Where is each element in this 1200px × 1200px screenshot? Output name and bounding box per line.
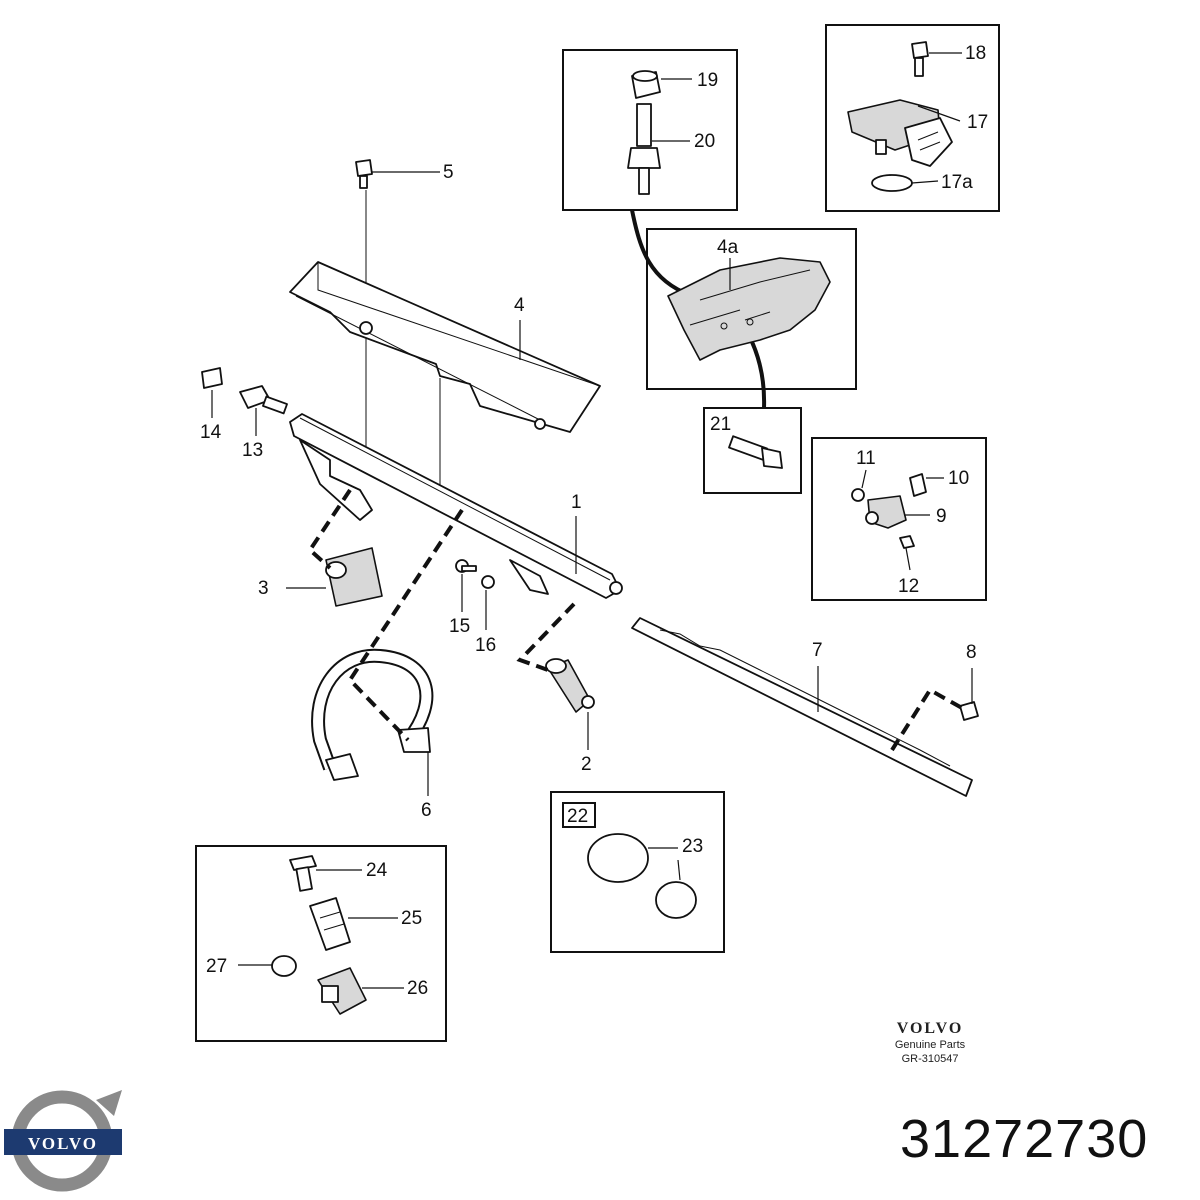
sensor-17: [847, 99, 953, 167]
nut-19: [631, 70, 661, 99]
cover-4: [289, 261, 601, 433]
dash-rail-to-3: [307, 488, 352, 570]
volvo-logo-text: VOLVO: [28, 1134, 98, 1153]
connector-26: [317, 967, 367, 1015]
sensor-9: [865, 495, 907, 529]
brand-wordmark: VOLVO: [896, 1020, 964, 1037]
seal-ring-large: [587, 833, 649, 883]
brand-subtitle: Genuine Parts: [894, 1039, 966, 1051]
callout-17: 17: [967, 112, 988, 133]
bolt-21: [728, 435, 783, 469]
stud-20: [627, 103, 661, 195]
screw-12: [899, 535, 915, 549]
callout-22: 22: [567, 806, 588, 827]
connector-wire-20-to-4a: [630, 209, 691, 297]
callout-5: 5: [443, 162, 454, 183]
washer-16: [481, 575, 495, 589]
part-number: 31272730: [900, 1109, 1149, 1169]
fuel-rail-1: [289, 413, 623, 599]
callout-18: 18: [965, 43, 986, 64]
volvo-logo: VOLVO: [4, 1090, 122, 1192]
callout-3: 3: [258, 578, 269, 599]
callout-19: 19: [697, 70, 718, 91]
callout-20: 20: [694, 131, 715, 152]
dash-7-to-8: [890, 687, 963, 752]
callout-10: 10: [948, 468, 969, 489]
callout-12: 12: [898, 576, 919, 597]
leader-lines: [211, 52, 973, 989]
screw-15: [455, 559, 477, 573]
diagram-reference: GR-310547: [901, 1053, 959, 1065]
brand-block: VOLVO Genuine Parts GR-310547: [870, 1020, 990, 1066]
callout-25: 25: [401, 908, 422, 929]
callout-17a: 17a: [941, 172, 973, 193]
callout-11: 11: [856, 448, 876, 469]
dash-rail-to-6: [347, 508, 464, 742]
screw-24: [289, 855, 317, 892]
callout-6: 6: [421, 800, 432, 821]
kit-box-22: [562, 802, 596, 828]
dash-rail-to-2: [516, 602, 576, 672]
callout-13: 13: [242, 440, 263, 461]
bolt-8: [959, 701, 979, 721]
callout-21: 21: [710, 414, 731, 435]
bolt-18: [911, 41, 929, 77]
callout-4: 4: [514, 295, 525, 316]
bolt-5: [355, 159, 373, 189]
nut-14: [201, 367, 223, 389]
harness-7: [631, 617, 973, 797]
fitting-13: [239, 385, 288, 415]
callout-23: 23: [682, 836, 703, 857]
callout-2: 2: [581, 754, 592, 775]
cap-10: [909, 473, 927, 497]
callout-1: 1: [571, 492, 582, 513]
ring-11: [851, 488, 865, 502]
callout-26: 26: [407, 978, 428, 999]
seal-ring-23: [655, 881, 697, 919]
oring-27: [271, 955, 297, 977]
callout-15: 15: [449, 616, 470, 637]
callout-9: 9: [936, 506, 947, 527]
callout-8: 8: [966, 642, 977, 663]
inset-box-24-27: [195, 845, 447, 1042]
callout-7: 7: [812, 640, 823, 661]
callout-16: 16: [475, 635, 496, 656]
callout-27: 27: [206, 956, 227, 977]
heat-shield-4a: [667, 257, 831, 361]
hose-6: [311, 648, 434, 781]
regulator-3: [325, 547, 383, 607]
clip-25: [309, 897, 351, 951]
injector-2: [545, 658, 595, 713]
callout-4a: 4a: [717, 237, 739, 258]
seal-ring-17a: [871, 174, 913, 192]
callout-14: 14: [200, 422, 222, 443]
callout-24: 24: [366, 860, 388, 881]
